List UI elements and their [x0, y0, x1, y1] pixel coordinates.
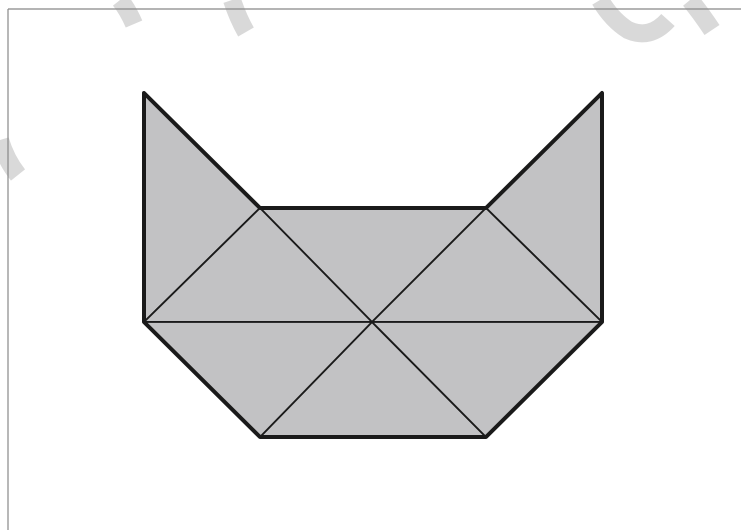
watermark-arc-center — [232, 0, 246, 32]
watermark-arc-far-right — [690, 0, 712, 30]
watermark-marks — [0, 0, 712, 175]
cat-pieces — [144, 93, 602, 437]
watermark-arc-left-edge — [0, 140, 18, 175]
watermark-arc-left — [120, 0, 134, 24]
watermark-arc-right — [600, 0, 668, 33]
